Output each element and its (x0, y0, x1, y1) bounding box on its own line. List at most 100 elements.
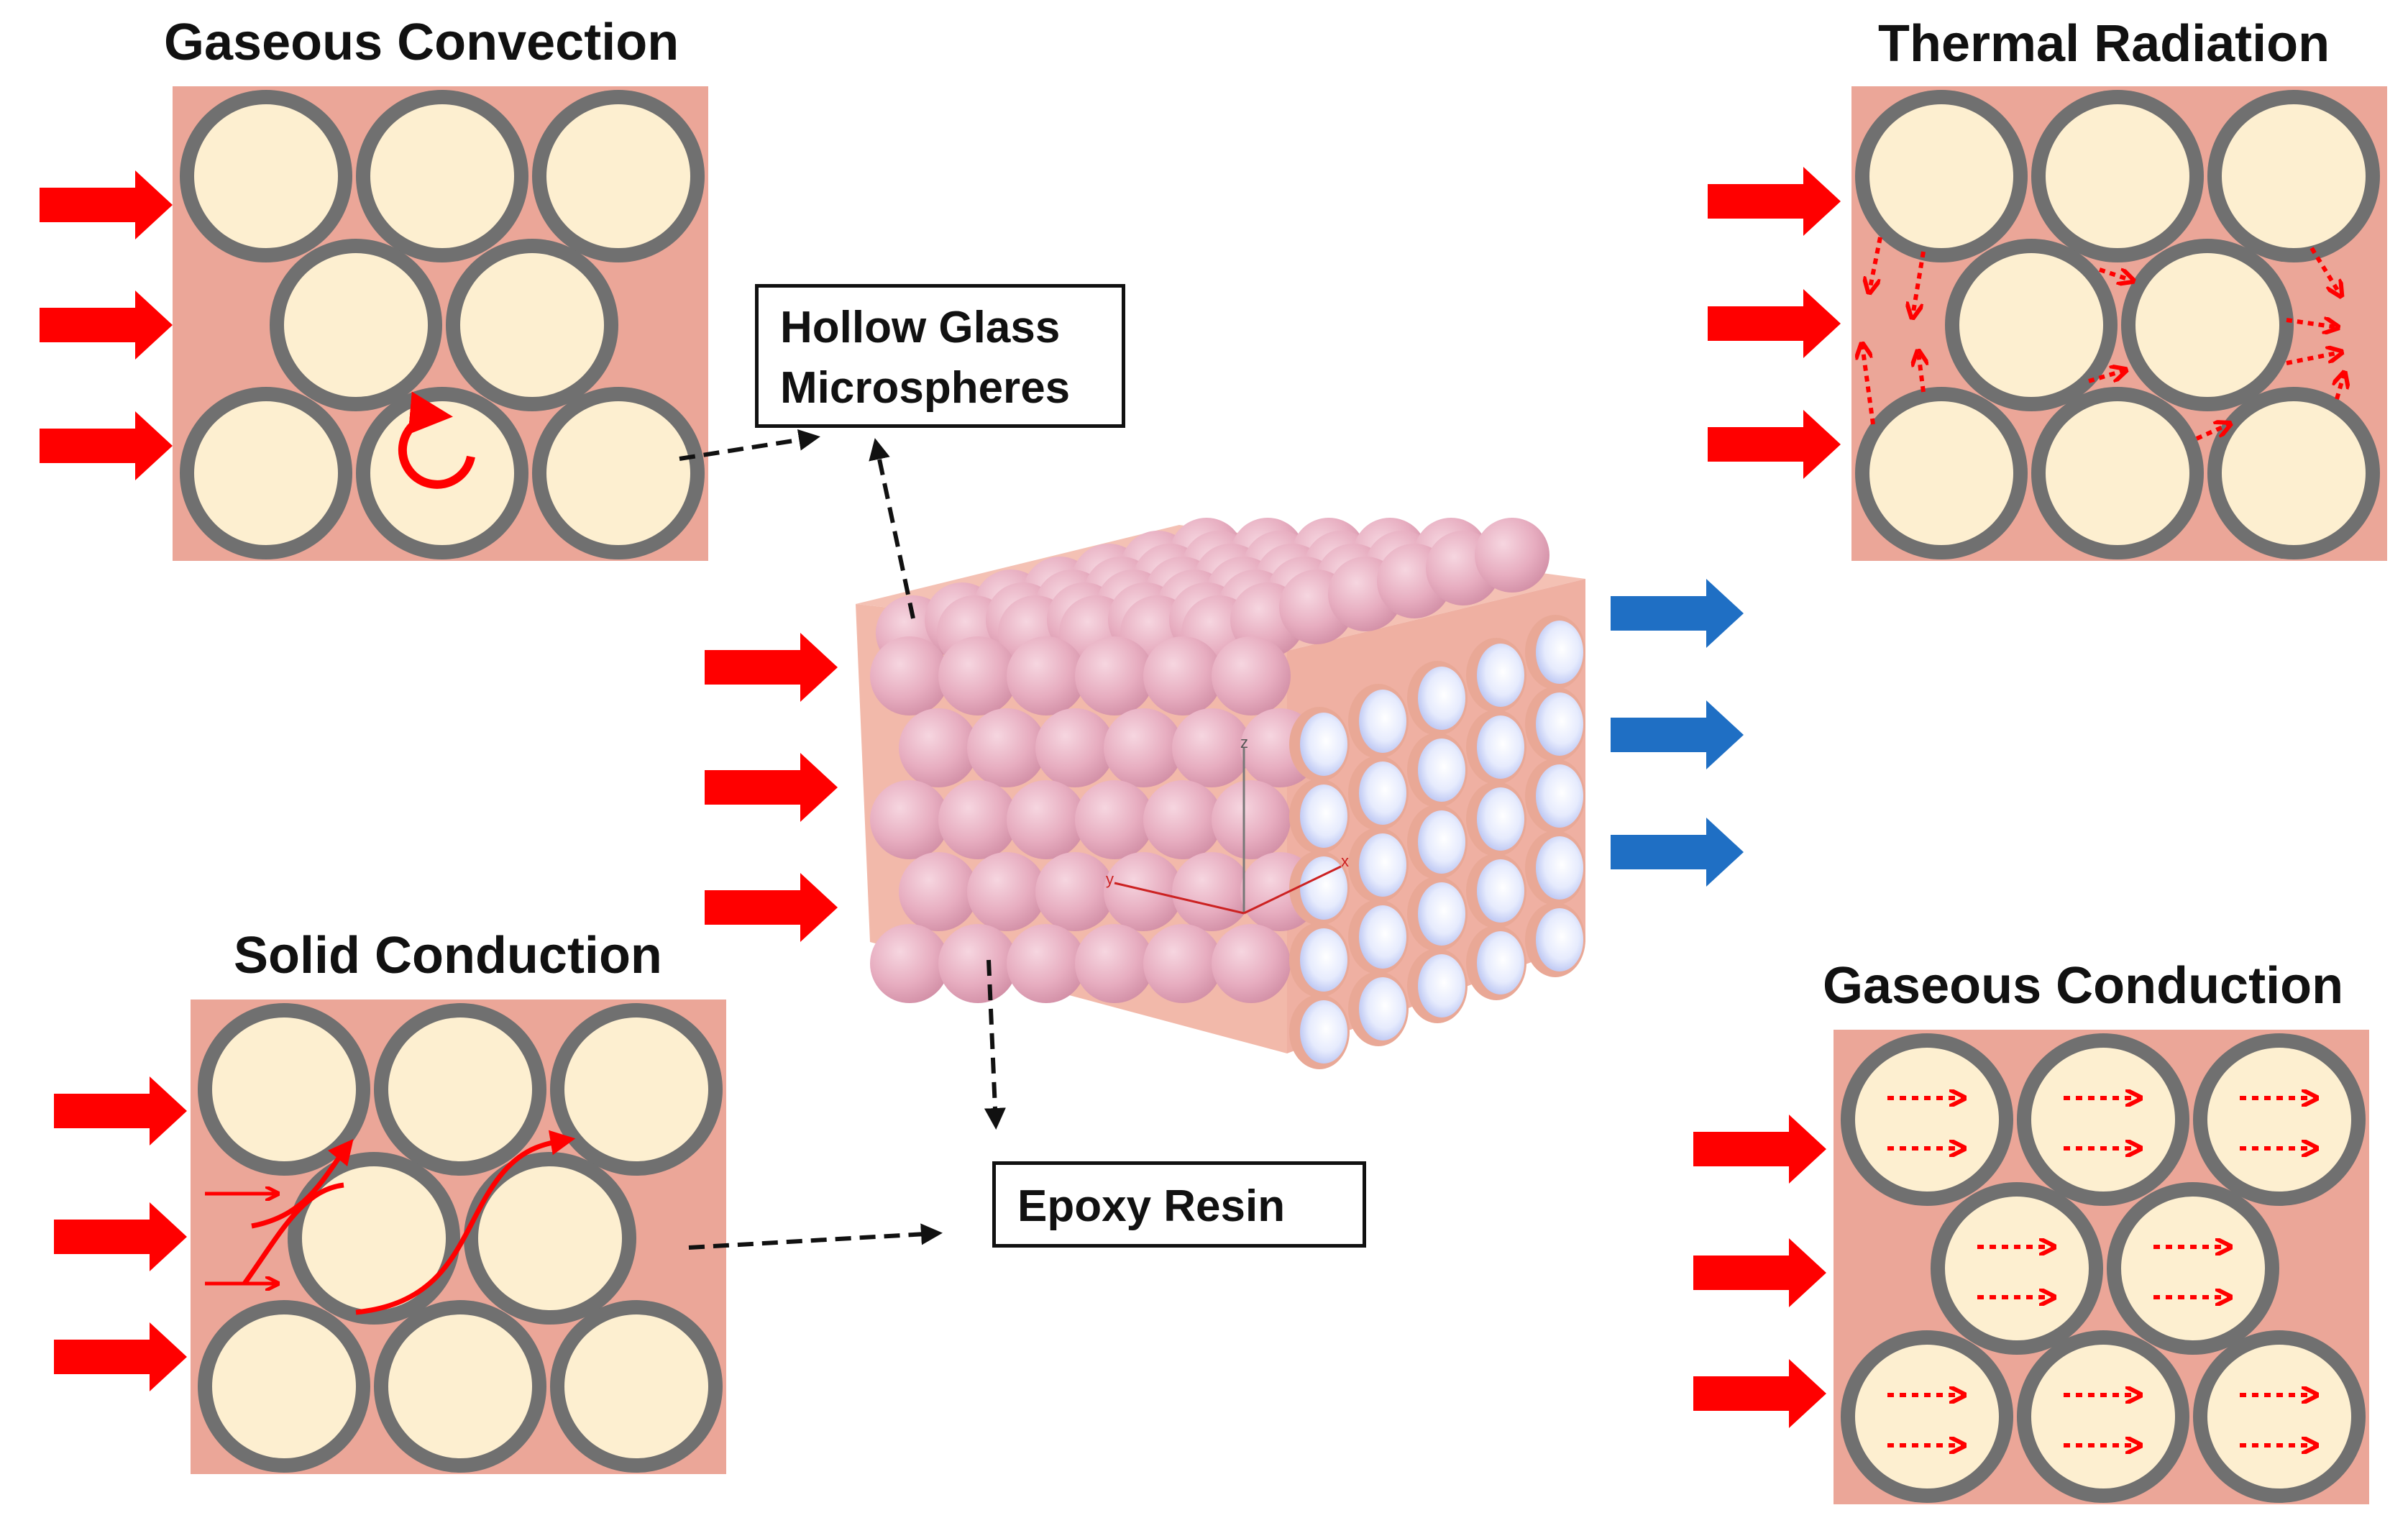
radiation-arrow (1862, 345, 1875, 425)
cube-front-sphere (870, 636, 949, 715)
heat-input-arrow (40, 411, 173, 480)
cube-top-sphere (1475, 518, 1549, 593)
solid-microsphere (550, 1300, 723, 1473)
cube-front-sphere (1172, 708, 1251, 787)
cube-front-sphere (938, 780, 1017, 859)
heat-input-arrow (54, 1202, 187, 1271)
convection-microsphere (270, 239, 442, 411)
convection-microsphere (446, 239, 618, 411)
gas-microsphere (2017, 1330, 2189, 1503)
heat-input-arrow (54, 1322, 187, 1391)
y-axis (1114, 882, 1245, 915)
gaseous-convection-title: Gaseous Convection (164, 14, 679, 71)
cube-front-sphere (1143, 924, 1222, 1003)
gaseous-conduction-title: Gaseous Conduction (1823, 957, 2344, 1015)
cube-hollow-sphere (1289, 994, 1350, 1069)
gas-microsphere (1841, 1033, 2013, 1206)
convection-microsphere (356, 387, 528, 559)
connector-conduction-to-epoxy (688, 1223, 943, 1250)
conduction-path-upper (251, 1138, 354, 1229)
hollow-glass-callout-line1: Hollow Glass (780, 303, 1061, 352)
x-axis (1243, 865, 1342, 915)
cube-front-sphere (1035, 852, 1114, 931)
conduction-path-lower (242, 1182, 344, 1286)
cube-hollow-sphere (1466, 782, 1526, 856)
cube-hollow-sphere (1525, 759, 1585, 833)
heat-output-arrow (1611, 579, 1744, 648)
cube-front-sphere (1212, 924, 1291, 1003)
cube-front-sphere (870, 924, 949, 1003)
radiation-arrow (2286, 320, 2337, 327)
cube-hollow-sphere (1289, 707, 1350, 782)
heat-input-arrow (1708, 410, 1841, 479)
cube-front-sphere (1212, 636, 1291, 715)
cube-hollow-sphere (1466, 925, 1526, 1000)
heat-output-arrow (1611, 700, 1744, 769)
cube-hollow-sphere (1407, 805, 1468, 879)
cube-front-sphere (870, 780, 949, 859)
heat-input-arrow (1708, 289, 1841, 358)
heat-input-arrow (40, 170, 173, 239)
convection-microsphere (180, 387, 352, 559)
cube-hollow-sphere (1407, 661, 1468, 736)
hollow-glass-microspheres-callout: Hollow Glass Microspheres (755, 284, 1125, 428)
hollow-glass-callout-line2: Microspheres (780, 363, 1071, 413)
solid-microsphere (288, 1152, 460, 1325)
epoxy-resin-callout: Epoxy Resin (992, 1161, 1366, 1248)
radiation-microsphere (2207, 387, 2380, 559)
cube-hollow-sphere (1525, 831, 1585, 905)
heat-input-arrow (1693, 1238, 1826, 1307)
gas-microsphere (2017, 1033, 2189, 1206)
radiation-microsphere (1855, 90, 2028, 262)
cube-hollow-sphere (1407, 877, 1468, 951)
radiation-microsphere (1945, 239, 2118, 411)
cube-front-sphere (1007, 636, 1086, 715)
cube-front-sphere (1007, 780, 1086, 859)
cube-front-sphere (1104, 852, 1183, 931)
solid-microsphere (464, 1152, 636, 1325)
cube-front-sphere (899, 852, 978, 931)
radiation-microsphere (2207, 90, 2380, 262)
cube-hollow-sphere (1289, 923, 1350, 997)
gas-microsphere (2193, 1330, 2366, 1503)
gas-microsphere (1841, 1330, 2013, 1503)
convection-microsphere (356, 90, 528, 262)
conduction-path-long (355, 1130, 576, 1315)
cube-hollow-sphere (1466, 710, 1526, 785)
heat-input-arrow (705, 633, 838, 702)
epoxy-resin-callout-label: Epoxy Resin (1017, 1181, 1286, 1231)
radiation-arrow (2337, 374, 2344, 400)
radiation-microsphere (2031, 387, 2204, 559)
x-axis-label: x (1341, 852, 1349, 870)
cube-hollow-sphere (1348, 756, 1409, 831)
cube-front-sphere (1075, 924, 1154, 1003)
heat-input-arrow (40, 291, 173, 360)
radiation-arrow (1869, 237, 1882, 291)
cube-front-sphere (1143, 636, 1222, 715)
cube-front-sphere (938, 924, 1017, 1003)
heat-output-arrow (1611, 818, 1744, 887)
cube-hollow-sphere (1348, 971, 1409, 1046)
cube-front-sphere (967, 708, 1046, 787)
cube-hollow-sphere (1407, 948, 1468, 1023)
solid-microsphere (198, 1300, 370, 1473)
solid-microsphere (550, 1003, 723, 1176)
solid-microsphere (374, 1300, 546, 1473)
cube-hollow-sphere (1466, 854, 1526, 928)
cube-front-sphere (1075, 636, 1154, 715)
gas-microsphere (2107, 1182, 2279, 1355)
cube-front-sphere (1007, 924, 1086, 1003)
connector-cube-to-hollow-glass (869, 438, 915, 619)
heat-input-arrow (705, 753, 838, 822)
cube-front-sphere (1104, 708, 1183, 787)
cube-front-sphere (967, 852, 1046, 931)
cube-hollow-sphere (1348, 828, 1409, 902)
convection-microsphere (180, 90, 352, 262)
radiation-arrow (1918, 352, 1923, 393)
heat-input-arrow (1693, 1115, 1826, 1184)
cube-front-sphere (1075, 780, 1154, 859)
cube-hollow-sphere (1525, 615, 1585, 690)
radiation-arrow (2286, 352, 2340, 365)
cube-hollow-sphere (1407, 733, 1468, 808)
